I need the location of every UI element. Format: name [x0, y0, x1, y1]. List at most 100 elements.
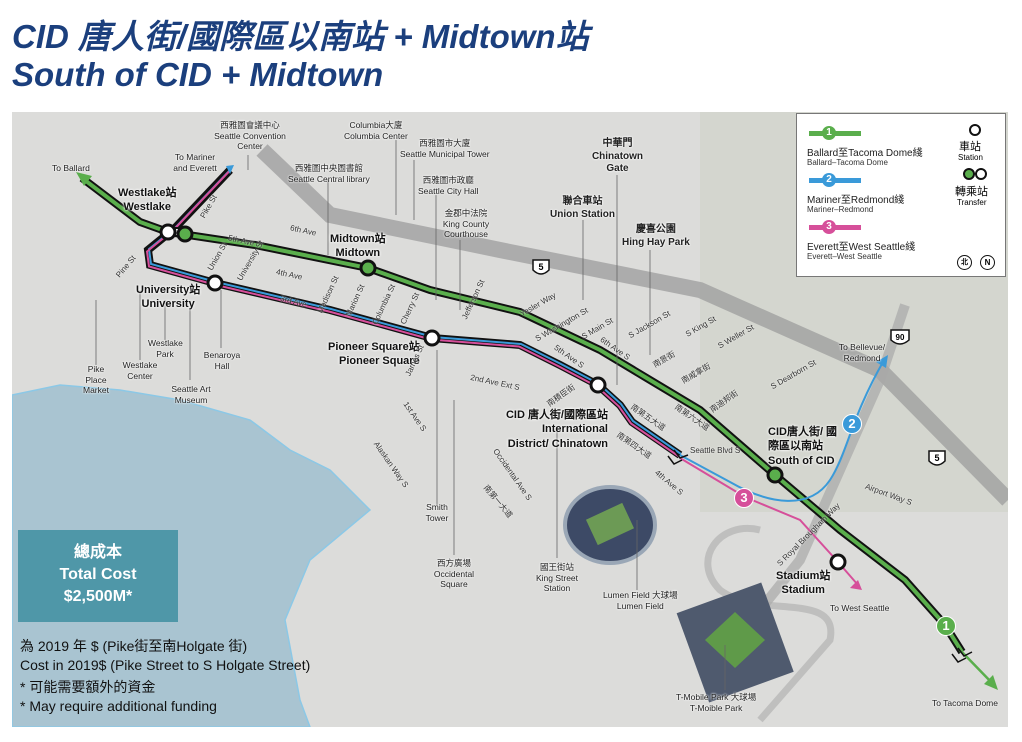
highway-number: 90	[896, 333, 905, 342]
station-label-cid: CID 唐人街/國際區站 International District/ Chin…	[505, 408, 608, 451]
station-zh: University站	[136, 284, 201, 296]
landmark-zh: 西方廣場	[436, 558, 471, 568]
landmark-en: Seattle Central library	[288, 173, 370, 184]
line-2-blue-branch	[679, 361, 884, 502]
freeway-i90	[756, 303, 910, 614]
line-1-badge: 1	[936, 616, 956, 636]
landmark-en: Seattle Convention Center	[214, 130, 286, 152]
portal-icon	[667, 449, 689, 465]
title-english: South of CID + Midtown	[12, 56, 384, 93]
landmark-seattle-art-museum: Seattle Art Museum	[171, 384, 211, 405]
legend-line-name: Ballard至Tacoma Dome綫	[807, 148, 923, 159]
landmark-pike-place-market: Pike Place Market	[83, 364, 109, 396]
landmark-zh: 西雅圖會議中心	[220, 120, 280, 130]
funding-note-zh: * 可能需要額外的資金	[20, 679, 156, 695]
funding-note-en: * May require additional funding	[20, 698, 217, 714]
direction-to-mariner-everett: To Mariner and Everett	[173, 152, 217, 173]
street-label: Seattle Blvd S	[690, 446, 741, 455]
total-cost-en: Total Cost	[59, 566, 137, 583]
arrow-to-ballard	[76, 172, 92, 186]
line-3-badge: 3	[734, 488, 754, 508]
north-arrow-zh-icon: 北	[957, 255, 972, 270]
transfer-symbol-icon	[963, 168, 989, 180]
station-en: South of CID	[768, 454, 835, 467]
highway-number: 5	[934, 453, 939, 463]
landmark-zh: 國王街站	[539, 562, 574, 572]
water	[12, 384, 372, 727]
arrow-to-bellevue	[876, 355, 888, 368]
station-stadium	[829, 553, 847, 571]
landmark-westlake-center: Westlake Center	[122, 360, 158, 381]
direction-to-tacoma-dome: To Tacoma Dome	[932, 698, 998, 708]
line-2-badge: 2	[842, 414, 862, 434]
legend-transfer-en: Transfer	[957, 198, 987, 207]
station-en: International District/ Chinatown	[507, 423, 608, 450]
landmark-zh: 慶喜公園	[635, 224, 676, 235]
station-university	[206, 274, 224, 292]
legend-station-en: Station	[958, 153, 983, 162]
landmark-en: Columbia Center	[344, 130, 408, 141]
legend-line-sub: Ballard–Tacoma Dome	[807, 158, 888, 167]
line-3-number: 3	[822, 220, 836, 234]
landmark-en: Seattle City Hall	[418, 185, 479, 196]
landmark-en: Occidental Square	[433, 568, 475, 590]
line-1-number: 1	[822, 126, 836, 140]
legend-line-sub: Mariner–Redmond	[807, 205, 874, 214]
station-zh: CID 唐人街/國際區站	[505, 409, 608, 421]
landmark-smith-tower: Smith Tower	[425, 502, 449, 523]
total-cost-value: $2,500M*	[63, 588, 133, 605]
station-label-pioneer-square: Pioneer Square站 Pioneer Square	[328, 340, 420, 369]
station-en: Stadium	[781, 584, 825, 597]
station-en: University	[141, 298, 195, 311]
freeway-i5	[256, 144, 1008, 506]
line-2-number: 2	[822, 173, 836, 187]
legend-line-name: Everett至West Seattle綫	[807, 242, 916, 253]
portal-icon	[951, 647, 973, 663]
total-cost-zh: 總成本	[73, 544, 122, 561]
landmark-zh: 金郡中法院	[444, 208, 488, 218]
legend-station-zh: 車站	[959, 141, 981, 153]
station-label-university: University站 University	[136, 283, 200, 312]
highway-number: 5	[538, 262, 543, 272]
landmark-zh: 西雅圖市政廳	[422, 175, 474, 185]
title-chinese: CID 唐人街/國際區以南站 + Midtown站	[12, 18, 589, 55]
highway-shield-i5-south: 5	[928, 450, 946, 466]
direction-to-west-seattle: To West Seattle	[830, 603, 890, 613]
landmark-zh: Lumen Field 大球場	[603, 590, 678, 600]
landmark-zh: 中華門	[602, 138, 633, 149]
station-zh: CID唐人街/ 國際區以南站	[768, 426, 838, 453]
legend-line-name: Mariner至Redmond綫	[807, 195, 905, 206]
landmark-zh: T-Mobile Park 大球場	[676, 692, 757, 702]
landmark-en: Hing Hay Park	[622, 236, 690, 248]
landmark-zh: 西雅圖中央圖書館	[294, 163, 363, 173]
station-midtown	[359, 259, 377, 277]
arrow-to-west-seattle	[850, 580, 862, 590]
legend-line-sub: Everett–West Seattle	[807, 252, 882, 261]
map-legend: 1 Ballard至Tacoma Dome綫 Ballard–Tacoma Do…	[796, 113, 1006, 277]
direction-to-ballard: To Ballard	[52, 163, 90, 173]
direction-to-bellevue-redmond: To Bellevue/ Redmond	[838, 342, 886, 363]
station-en: Pioneer Square	[339, 355, 420, 368]
landmark-zh: 西雅圖市大廈	[419, 138, 471, 148]
transfer-station-westlake	[159, 223, 194, 243]
station-zh: Pioneer Square站	[328, 341, 420, 353]
landmark-en: Chinatown Gate	[591, 150, 644, 175]
station-symbol-icon	[969, 124, 981, 136]
station-cid	[589, 376, 607, 394]
highway-shield-i5: 5	[532, 259, 550, 275]
legend-transfer-zh: 轉乘站	[955, 186, 988, 198]
station-en: Midtown	[335, 247, 381, 260]
